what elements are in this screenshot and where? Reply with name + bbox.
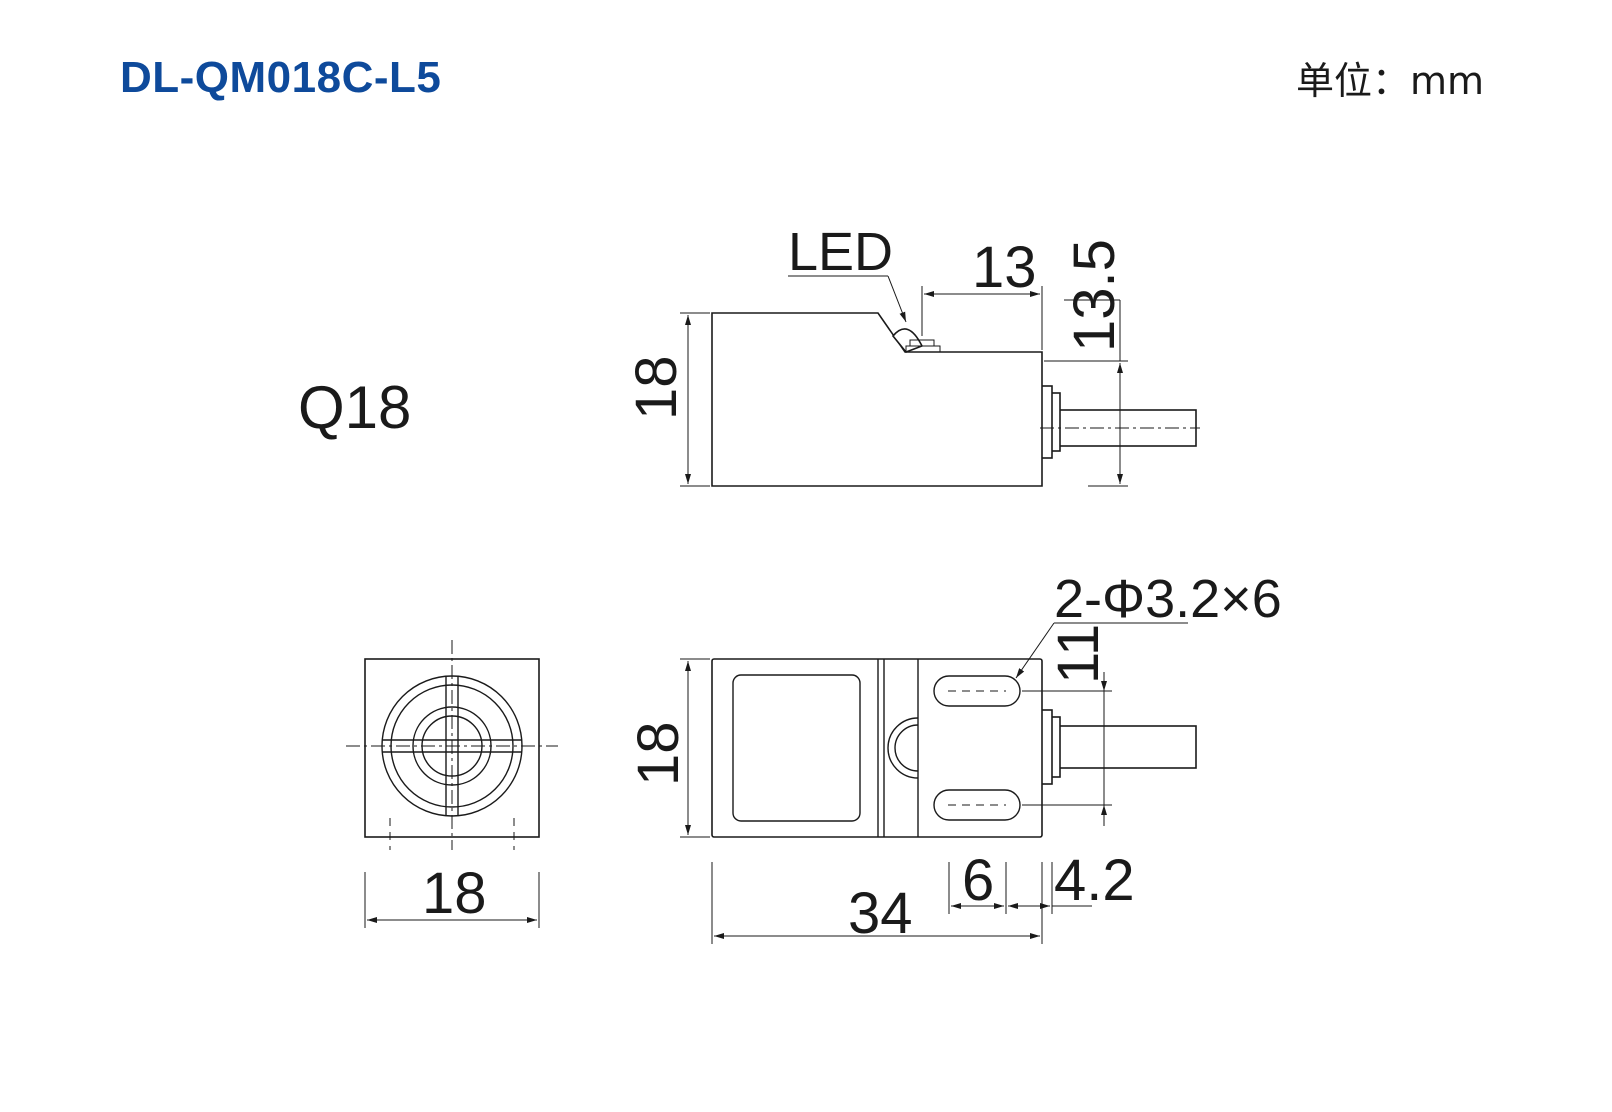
mounting-slot-lower — [933, 789, 1021, 821]
led-callout-label: LED — [788, 222, 893, 282]
top-height-dim: 18 — [626, 721, 691, 786]
slot-spec-callout: 2-Φ3.2×6 — [1054, 569, 1282, 629]
mounting-slot-upper — [933, 675, 1021, 707]
front-view: 18 — [346, 640, 558, 928]
length-dim: 34 — [848, 881, 913, 946]
side-height-dim: 18 — [624, 355, 689, 420]
top-view: 18 2-Φ3.2×6 11 34 6 — [626, 569, 1282, 946]
side-view: 18 LED 13 13.5 — [624, 222, 1200, 487]
side-body — [711, 312, 1043, 487]
front-width-dim: 18 — [422, 861, 487, 926]
slot-to-back-dim: 4.2 — [1054, 848, 1135, 913]
top-cable — [1049, 725, 1197, 769]
cable-height-dim: 13.5 — [1062, 239, 1127, 352]
led-to-back-dim: 13 — [972, 235, 1037, 300]
model-title: DL-QM018C-L5 — [120, 53, 442, 102]
slot-spacing-dim: 11 — [1046, 624, 1111, 684]
slot-length-dim: 6 — [962, 848, 994, 913]
top-body — [711, 658, 1043, 838]
model-size-label: Q18 — [298, 374, 412, 441]
top-led-bump — [887, 717, 919, 779]
top-sensing-window — [732, 674, 861, 822]
unit-label: 单位：mm — [1296, 59, 1485, 103]
